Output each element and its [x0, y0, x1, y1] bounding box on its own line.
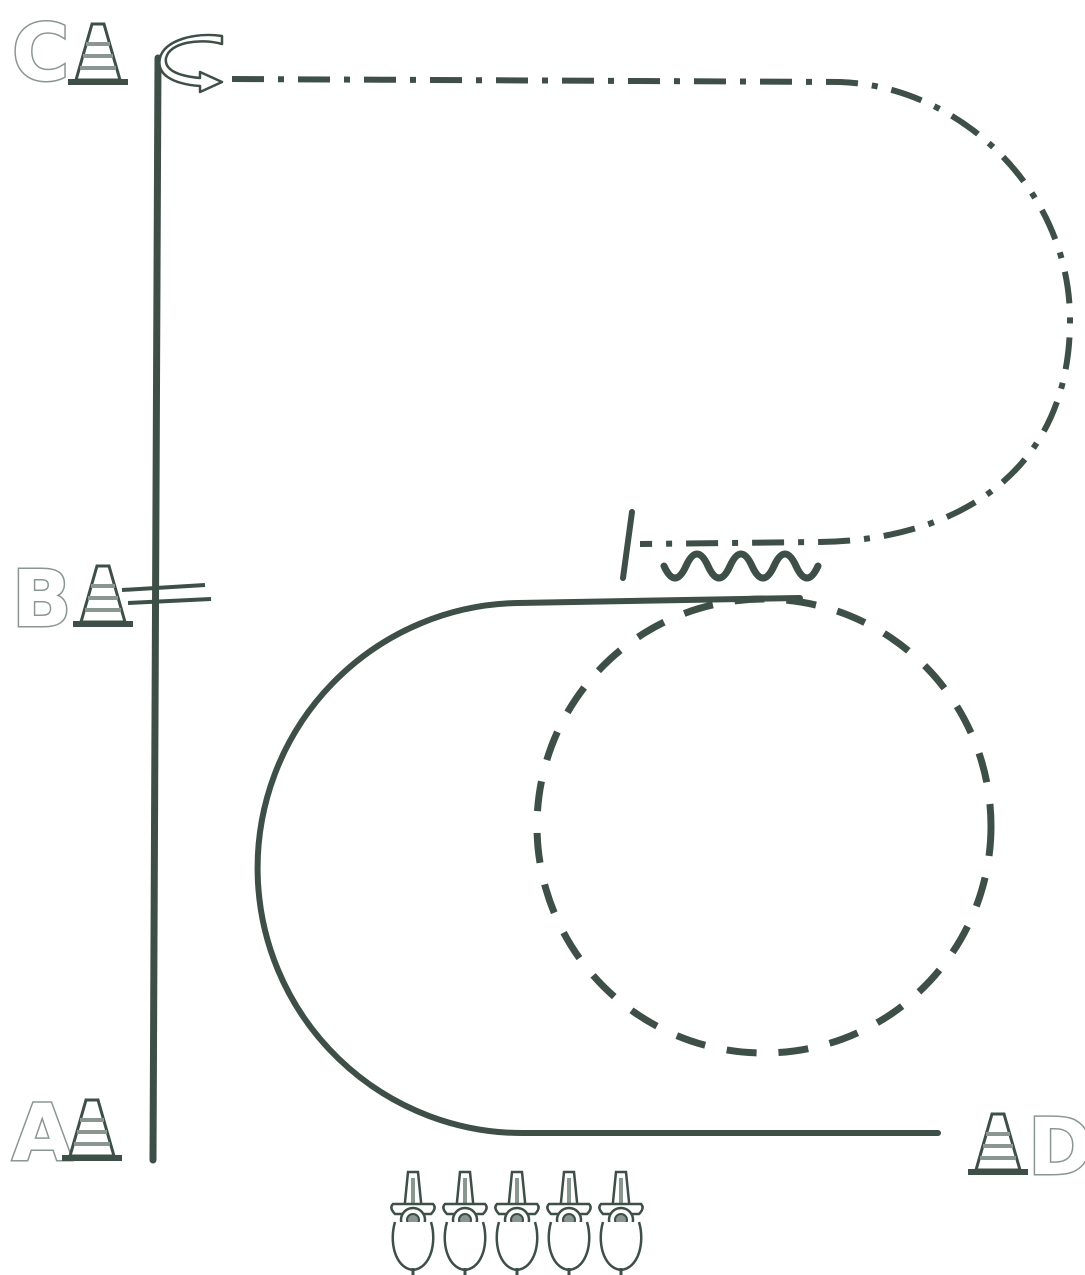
traffic-cone-icon [68, 24, 128, 85]
return-loop-path [232, 79, 1070, 544]
serpentine-line [664, 554, 818, 578]
straight-line-a-to-c [153, 58, 158, 1160]
horse-rider-icon [495, 1172, 538, 1275]
horse-rider-icon [391, 1172, 434, 1275]
marker-b-tick [122, 585, 211, 603]
marker-letter-d: D [1028, 1103, 1085, 1193]
traffic-cone-icon [968, 1114, 1028, 1175]
horse-rider-icon [547, 1172, 590, 1275]
marker-letter-a: A [12, 1089, 72, 1179]
serpentine-start-bar [623, 512, 632, 578]
horse-rider-icon [443, 1172, 486, 1275]
riders-group [391, 1172, 642, 1275]
marker-letter-c: C [12, 9, 69, 99]
volte-circle [537, 599, 991, 1053]
curved-arrow-icon [159, 35, 222, 92]
semicircle-path [258, 598, 938, 1133]
marker-letter-b: B [12, 555, 71, 645]
horse-rider-icon [599, 1172, 642, 1275]
traffic-cone-icon [73, 566, 133, 627]
